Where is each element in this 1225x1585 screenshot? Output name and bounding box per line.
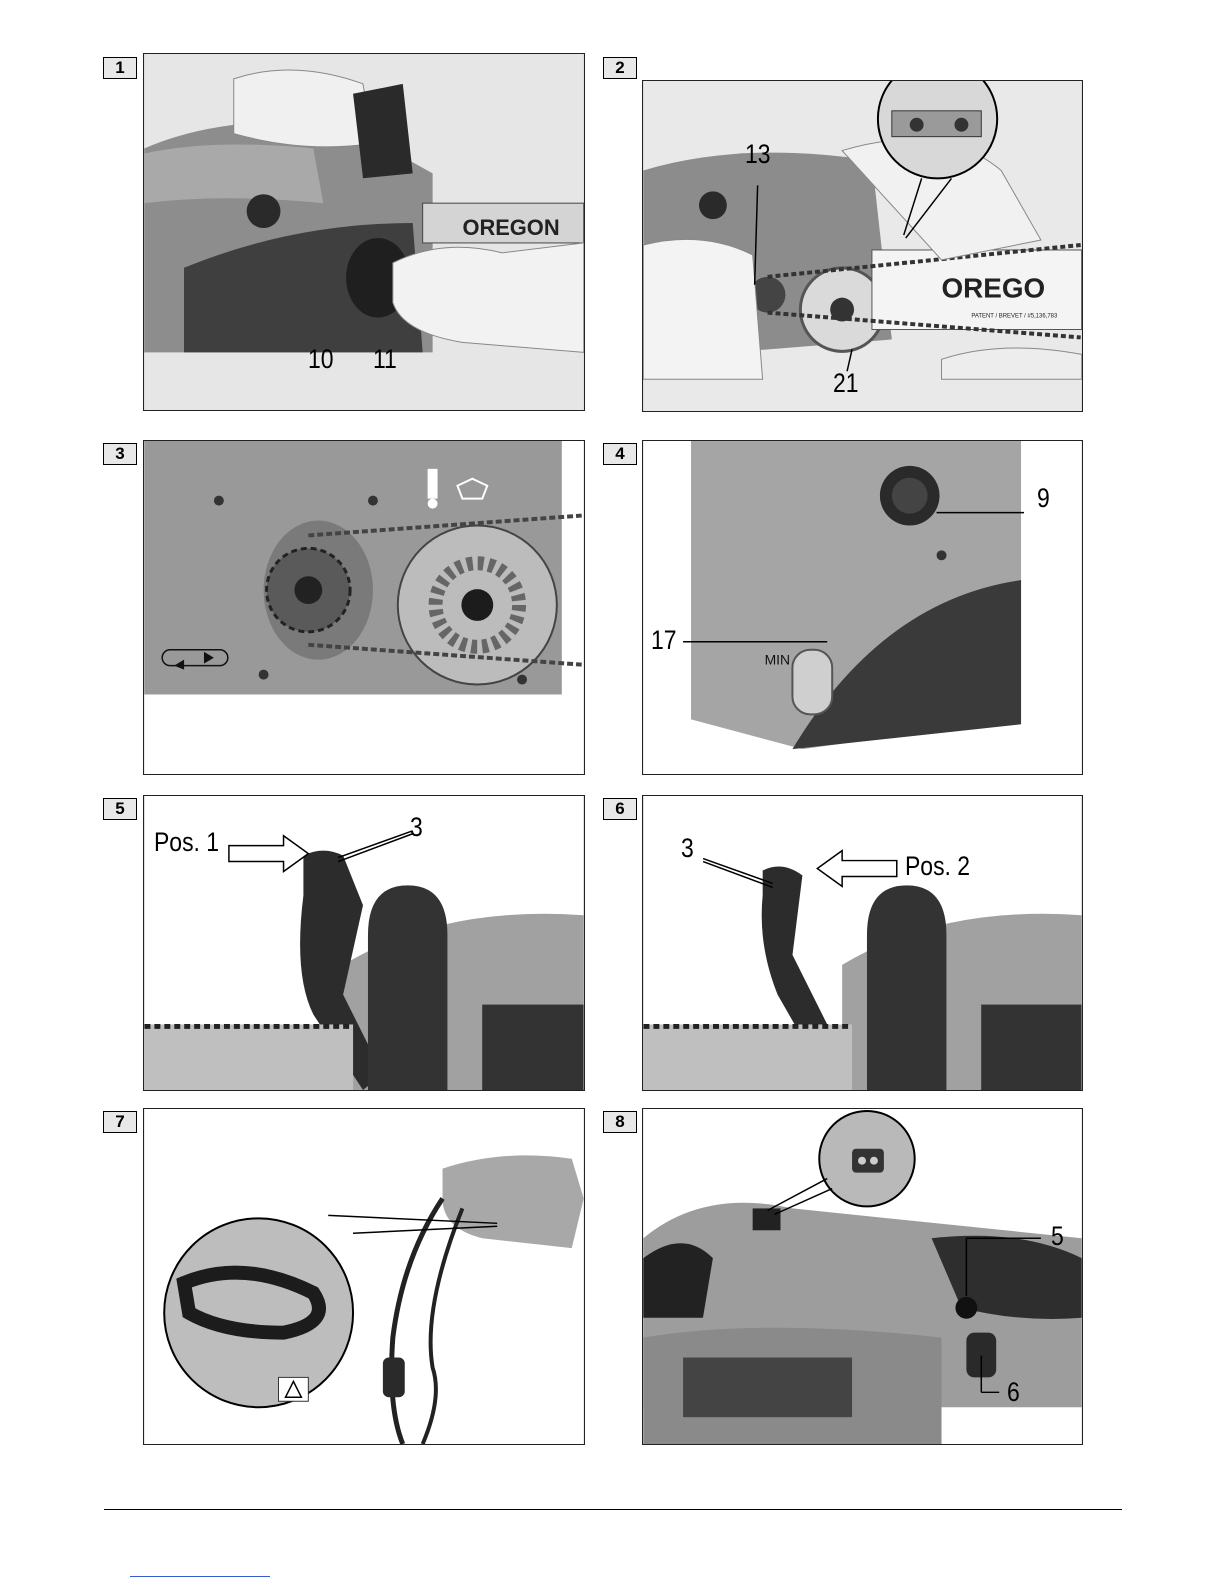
callout-label-21: 21 (833, 370, 859, 397)
figure-number-7: 7 (103, 1111, 137, 1133)
figure-number-2: 2 (603, 57, 637, 79)
callout-label-17: 17 (651, 627, 677, 654)
figure-number-5: 5 (103, 798, 137, 820)
callout-label-9: 9 (1037, 485, 1050, 512)
photo-figure-3 (143, 440, 585, 775)
brand-text-oregon: OREGON (462, 215, 559, 240)
cable-strain-relief-illustration (144, 1109, 584, 1444)
callout-label-11: 11 (373, 346, 397, 373)
oil-tank-cap-and-level-window-illustration: MIN (643, 441, 1082, 774)
patent-small-print: PATENT / BREVET / #5,136,783 (971, 314, 1058, 320)
position-label-pos-1: Pos. 1 (154, 829, 219, 856)
photo-figure-7 (143, 1108, 585, 1445)
chain-brake-position-2-illustration (643, 796, 1082, 1090)
figure-number-8: 8 (603, 1111, 637, 1133)
figure-number-4: 4 (603, 443, 637, 465)
footer-rule (104, 1509, 1122, 1510)
callout-label-13: 13 (745, 141, 771, 168)
photo-figure-8: 5 6 (642, 1108, 1083, 1445)
photo-figure-2: OREGO PATENT / BREVET / #5,136,783 13 21 (642, 80, 1083, 412)
sprocket-and-chain-illustration (144, 441, 584, 774)
photo-figure-6: Pos. 2 3 (642, 795, 1083, 1091)
chain-installation-illustration: OREGO PATENT / BREVET / #5,136,783 (643, 81, 1082, 411)
footer-link-underline[interactable] (130, 1576, 270, 1577)
chainsaw-cover-removal-illustration: OREGON (144, 54, 584, 410)
min-level-marking: MIN (765, 652, 790, 668)
photo-figure-4: MIN 9 17 (642, 440, 1083, 775)
callout-label-3: 3 (410, 814, 423, 841)
figure-number-1: 1 (103, 57, 137, 79)
callout-label-10: 10 (308, 346, 334, 373)
figure-number-3: 3 (103, 443, 137, 465)
photo-figure-1: OREGON 10 11 (143, 53, 585, 411)
callout-label-6: 6 (1007, 1379, 1020, 1406)
position-label-pos-2: Pos. 2 (905, 853, 970, 880)
figure-number-6: 6 (603, 798, 637, 820)
brand-text-orego: OREGO (942, 273, 1046, 304)
callout-label-3: 3 (681, 835, 694, 862)
callout-label-5: 5 (1051, 1223, 1064, 1250)
photo-figure-5: Pos. 1 3 (143, 795, 585, 1091)
